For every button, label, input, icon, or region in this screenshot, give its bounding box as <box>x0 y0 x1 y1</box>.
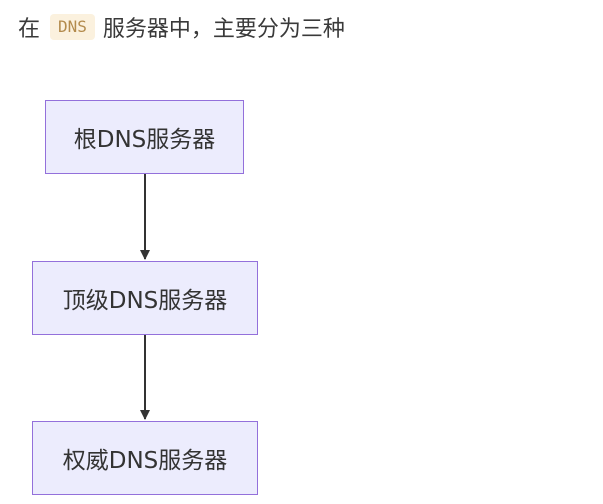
inline-code-dns: DNS <box>50 14 95 40</box>
node-authoritative-dns-server: 权威DNS服务器 <box>32 421 258 495</box>
node-label: 顶级DNS服务器 <box>62 288 228 314</box>
node-label: 权威DNS服务器 <box>62 448 228 474</box>
intro-suffix: 服务器中，主要分为三种 <box>102 17 345 42</box>
node-root-dns-server: 根DNS服务器 <box>45 100 244 174</box>
intro-text: 在 DNS 服务器中，主要分为三种 <box>18 10 345 44</box>
node-label: 根DNS服务器 <box>73 127 216 153</box>
node-top-level-dns-server: 顶级DNS服务器 <box>32 261 258 335</box>
intro-prefix: 在 <box>18 17 41 42</box>
